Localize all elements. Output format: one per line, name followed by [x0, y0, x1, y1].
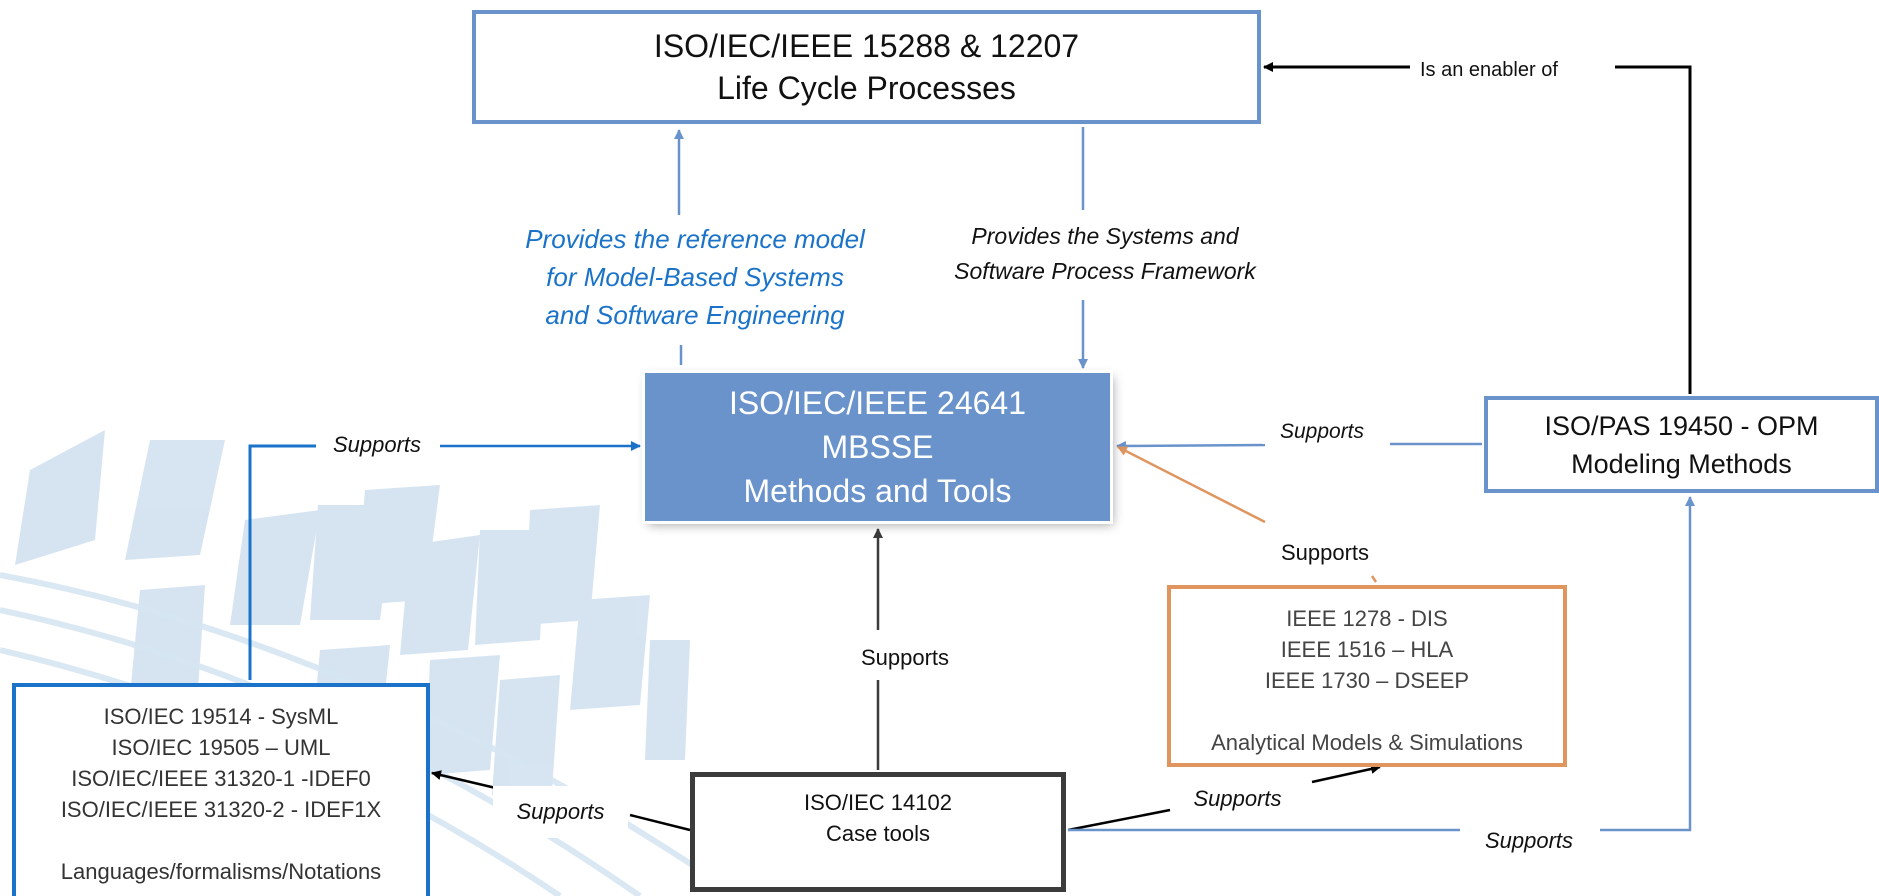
node-case-line1: ISO/IEC 14102: [804, 790, 952, 815]
node-lang-line2: ISO/IEC 19505 – UML: [111, 735, 331, 760]
label-supports-opm-mbsse: Supports: [1262, 420, 1382, 444]
edge-case-supports-sim-b: [1311, 764, 1381, 784]
node-sim-line4: Analytical Models & Simulations: [1211, 730, 1523, 755]
node-lang-line1: ISO/IEC 19514 - SysML: [103, 704, 339, 729]
label-process-framework-line1: Provides the Systems and: [971, 223, 1239, 249]
node-opm-line2: Modeling Methods: [1571, 448, 1792, 479]
node-opm-modeling-methods: ISO/PAS 19450 - OPM Modeling Methods: [1484, 396, 1879, 493]
edge-case-supports-languages-b: [431, 770, 501, 791]
label-process-framework-line2: Software Process Framework: [954, 258, 1256, 284]
node-case-line2: Case tools: [826, 821, 930, 846]
node-analytical-models-simulations: IEEE 1278 - DIS IEEE 1516 – HLA IEEE 173…: [1167, 585, 1567, 767]
node-mbsse-line2: MBSSE: [821, 429, 934, 465]
node-mbsse-line1: ISO/IEC/IEEE 24641: [728, 385, 1027, 421]
edge-simulation-supports-stub: [1370, 575, 1378, 583]
node-life-cycle-processes: ISO/IEC/IEEE 15288 & 12207 Life Cycle Pr…: [472, 10, 1261, 124]
node-sim-line2: IEEE 1516 – HLA: [1280, 637, 1454, 662]
label-reference-model: Provides the reference model for Model-B…: [490, 220, 900, 334]
edge-languages-supports: [248, 444, 316, 680]
node-lang-line4: ISO/IEC/IEEE 31320-2 - IDEF1X: [60, 797, 382, 822]
label-reference-model-line1: Provides the reference model: [525, 224, 865, 254]
node-sim-line1: IEEE 1278 - DIS: [1286, 606, 1448, 631]
label-is-an-enabler-of: Is an enabler of: [1420, 58, 1558, 82]
label-process-framework: Provides the Systems and Software Proces…: [925, 219, 1285, 289]
node-case-tools: ISO/IEC 14102 Case tools: [690, 772, 1066, 892]
label-reference-model-line2: for Model-Based Systems: [546, 262, 844, 292]
edge-simulation-supports: [1117, 445, 1266, 524]
node-sim-line3: IEEE 1730 – DSEEP: [1264, 668, 1470, 693]
label-supports-simulation-mbsse: Supports: [1265, 540, 1385, 566]
node-life-cycle-line2: Life Cycle Processes: [717, 70, 1016, 106]
edge-opm-enables-lifecycle: [1615, 65, 1692, 394]
node-opm-line1: ISO/PAS 19450 - OPM: [1544, 410, 1819, 441]
node-mbsse-line3: Methods and Tools: [743, 473, 1012, 509]
node-life-cycle-line1: ISO/IEC/IEEE 15288 & 12207: [653, 28, 1080, 64]
edge-opm-supports-b: [1116, 440, 1266, 451]
label-supports-case-mbsse: Supports: [845, 645, 965, 671]
edge-case-supports-languages-a: [629, 813, 691, 832]
label-supports-case-opm: Supports: [1465, 828, 1593, 854]
label-supports-case-languages: Supports: [493, 786, 628, 838]
node-lang-line3: ISO/IEC/IEEE 31320-1 -IDEF0: [71, 766, 371, 791]
node-mbsse-methods-tools: ISO/IEC/IEEE 24641 MBSSE Methods and Too…: [645, 373, 1110, 521]
edge-case-supports-sim-a: [1067, 808, 1171, 832]
label-supports-languages-mbsse: Supports: [322, 432, 432, 458]
node-lang-line5: Languages/formalisms/Notations: [60, 859, 382, 884]
node-languages-notations: ISO/IEC 19514 - SysML ISO/IEC 19505 – UM…: [12, 683, 430, 896]
edge-case-supports-opm-b: [1600, 496, 1695, 832]
label-supports-case-simulation: Supports: [1175, 786, 1300, 812]
label-reference-model-line3: and Software Engineering: [545, 300, 845, 330]
